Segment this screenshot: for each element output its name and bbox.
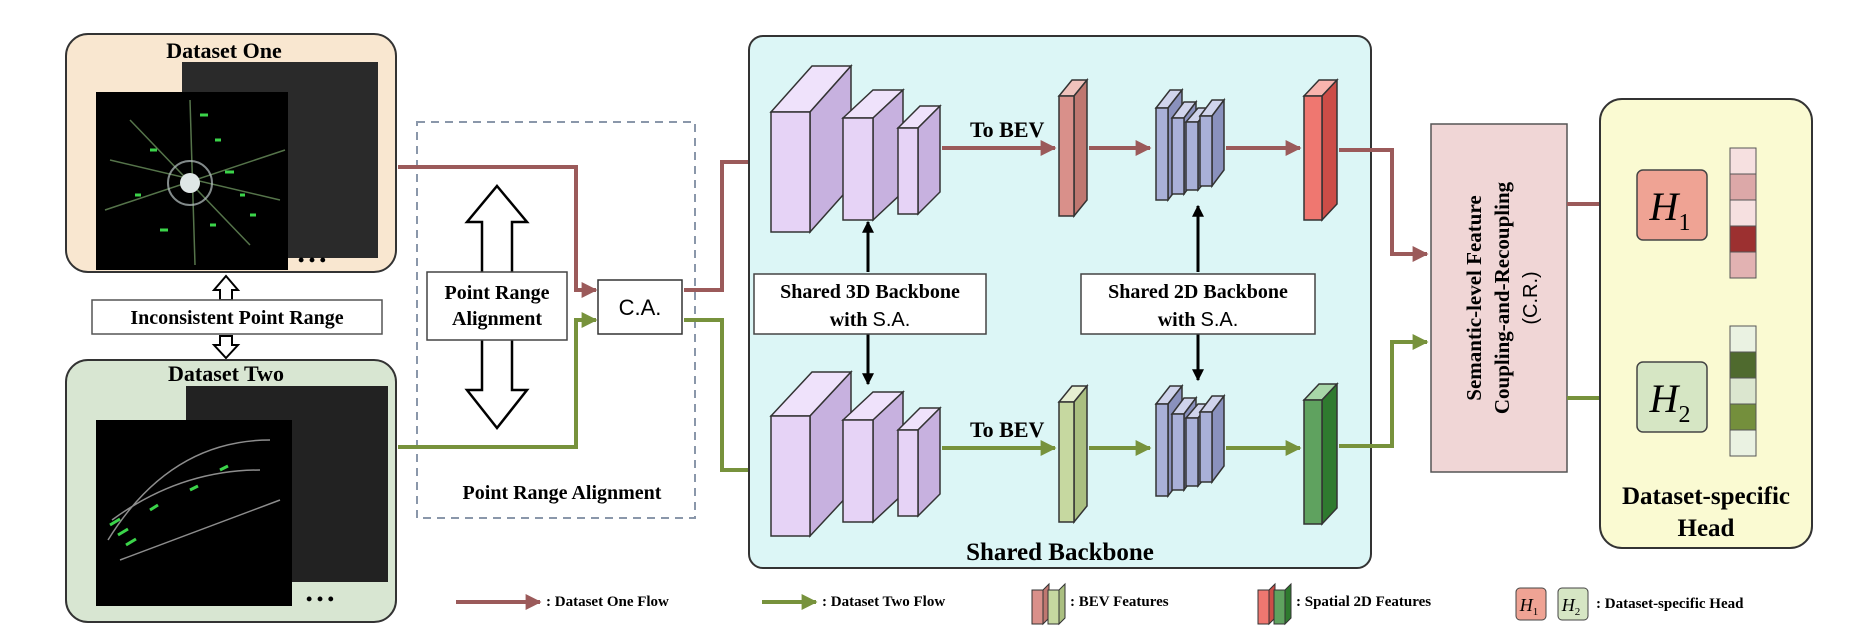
h1-label: H1 <box>1649 184 1691 236</box>
alignment-inner-label-2: Alignment <box>452 308 542 330</box>
legend-spatial-label: : Spatial 2D Features <box>1296 594 1431 610</box>
point-range-alignment-module: Point Range Alignment Point Range Alignm… <box>416 121 696 519</box>
to-bev-bottom-label: To BEV <box>970 417 1045 442</box>
down-arrow-icon <box>211 335 241 360</box>
to-bev-top-label: To BEV <box>970 117 1045 142</box>
spatial-feature-bottom <box>1302 382 1339 526</box>
legend: : Dataset One Flow : Dataset Two Flow : … <box>456 582 1744 626</box>
dataset-two-panel: Dataset Two • • • <box>65 359 397 623</box>
head-title-line1: Dataset-specific <box>1622 483 1790 510</box>
legend-spatial-icon <box>1257 582 1292 626</box>
alignment-caption: Point Range Alignment <box>463 482 662 504</box>
legend-h1-icon: H1 <box>1515 587 1547 621</box>
shared2d-label-line2: with S.A. <box>1158 309 1239 331</box>
bottom-3d-block-3 <box>896 406 942 518</box>
dataset-two-scan-front <box>96 420 292 606</box>
flow-one-to-cr <box>1339 148 1429 262</box>
bottom-3d-block-2 <box>841 390 905 524</box>
dataset-one-panel: Dataset One • • • <box>65 33 397 273</box>
bev-feature-bottom <box>1057 383 1089 525</box>
legend-flow-two-label: : Dataset Two Flow <box>822 594 945 610</box>
legend-head-label: : Dataset-specific Head <box>1596 596 1744 612</box>
top-3d-backbone-blocks <box>769 64 942 234</box>
flow-two-to-ca <box>398 312 598 449</box>
head-title-line2: Head <box>1678 515 1735 542</box>
h1-output-strip <box>1729 147 1757 279</box>
legend-flow-one-label: : Dataset One Flow <box>546 594 669 610</box>
bev-feature-top <box>1057 77 1089 219</box>
legend-bev-label: : BEV Features <box>1070 594 1169 610</box>
legend-bev-icon <box>1031 582 1066 626</box>
spatial-feature-top <box>1302 78 1339 222</box>
up-arrow-icon <box>211 274 241 301</box>
dataset-one-scan-front <box>96 92 288 270</box>
shared3d-label-line2: with S.A. <box>830 309 911 331</box>
backbone-title: Shared Backbone <box>966 539 1154 566</box>
bottom-2d-backbone-blocks <box>1154 383 1226 499</box>
bottom-3d-backbone-blocks <box>769 370 942 538</box>
shared3d-label-box <box>753 273 987 335</box>
dataset-specific-head-panel: Dataset-specific Head <box>1599 98 1813 549</box>
head-h2: H2 <box>1636 361 1708 433</box>
inconsistent-range-label: Inconsistent Point Range <box>130 307 343 329</box>
shared2d-label-line1: Shared 2D Backbone <box>1108 281 1288 303</box>
inconsistent-range-group: Inconsistent Point Range <box>91 274 383 360</box>
coupling-line1: Semantic-level Feature <box>1462 195 1486 400</box>
ca-box <box>597 279 683 335</box>
h2-output-strip <box>1729 325 1757 457</box>
dataset-one-ellipsis: • • • <box>298 250 326 270</box>
ca-label: C.A. <box>619 295 662 320</box>
alignment-inner-label-1: Point Range <box>445 282 550 304</box>
shared2d-label-box <box>1080 273 1316 335</box>
dataset-one-title: Dataset One <box>166 38 282 63</box>
dataset-two-ellipsis: • • • <box>306 589 334 609</box>
flow-one-to-ca <box>398 165 598 298</box>
flow-two-to-backbone <box>684 318 772 478</box>
head-h1: H1 <box>1636 169 1708 241</box>
svg-text:H1: H1 <box>1519 595 1539 618</box>
top-3d-block-2 <box>841 88 905 222</box>
h2-label: H2 <box>1649 376 1691 428</box>
legend-h2-icon: H2 <box>1557 587 1589 621</box>
shared3d-label-line1: Shared 3D Backbone <box>780 281 960 303</box>
flow-one-to-backbone <box>684 154 772 292</box>
coupling-line3: (C.R.) <box>1520 271 1542 324</box>
top-2d-backbone-blocks <box>1154 87 1226 203</box>
svg-text:H2: H2 <box>1561 595 1581 618</box>
coupling-recoupling-block: Semantic-level Feature Coupling-and-Reco… <box>1430 123 1568 473</box>
dataset-two-title: Dataset Two <box>168 361 284 386</box>
top-3d-block-3 <box>896 104 942 216</box>
coupling-line2: Coupling-and-Recoupling <box>1490 181 1514 414</box>
bottom-3d-block-1 <box>769 370 853 538</box>
top-3d-block-1 <box>769 64 853 234</box>
flow-two-to-cr <box>1339 334 1429 448</box>
